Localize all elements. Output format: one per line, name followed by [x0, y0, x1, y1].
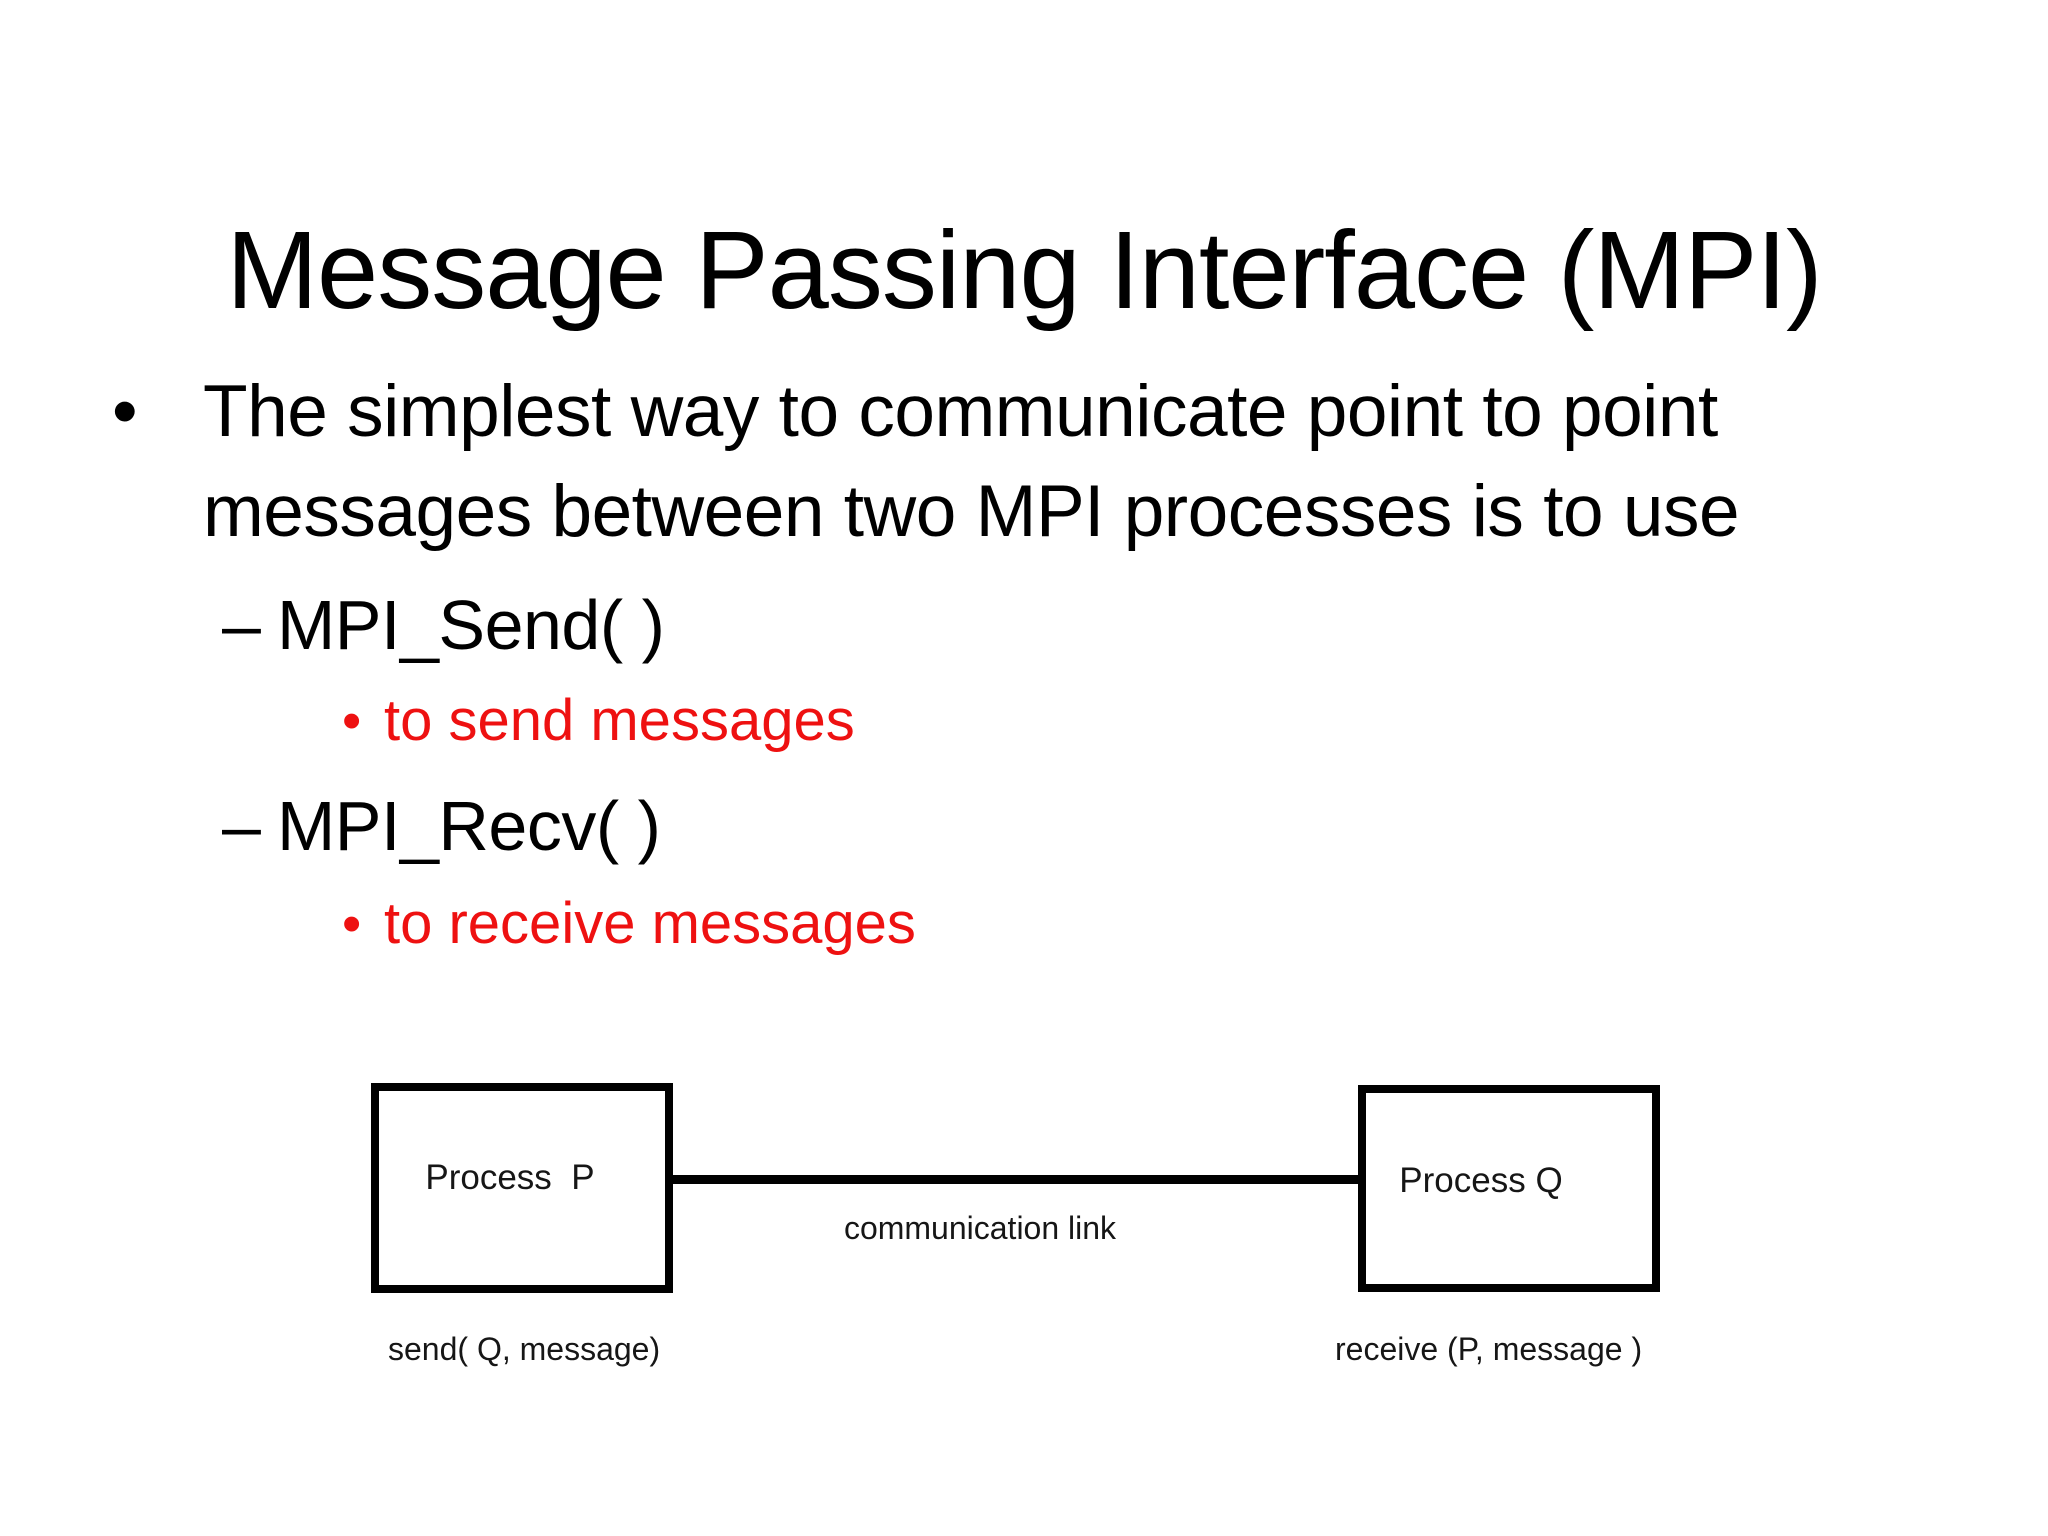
intro-bullet-text: The simplest way to communicate point to… [203, 371, 1740, 552]
mpi-send-detail: to send messages [384, 688, 855, 753]
dash-bullet-icon: – [222, 586, 261, 664]
mpi-recv-detail: to receive messages [384, 891, 916, 956]
bullet-dot-icon: • [112, 371, 138, 452]
communication-link-label: communication link [843, 1210, 1117, 1246]
process-p-box: Process P [371, 1083, 673, 1293]
process-q-label: Process Q [1399, 1160, 1563, 1200]
bullet-dot-icon: • [342, 689, 362, 751]
mpi-recv-item: MPI_Recv( ) [277, 787, 661, 865]
dash-bullet-icon: – [222, 787, 261, 865]
communication-link-line [673, 1175, 1358, 1184]
mpi-send-item: MPI_Send( ) [277, 586, 665, 664]
slide-title: Message Passing Interface (MPI) [226, 208, 1822, 332]
receive-caption: receive (P, message ) [1335, 1331, 1643, 1367]
process-p-label: Process P [425, 1158, 595, 1197]
process-q-box: Process Q [1358, 1085, 1660, 1292]
bullet-dot-icon: • [342, 892, 362, 954]
send-caption: send( Q, message) [388, 1331, 661, 1367]
